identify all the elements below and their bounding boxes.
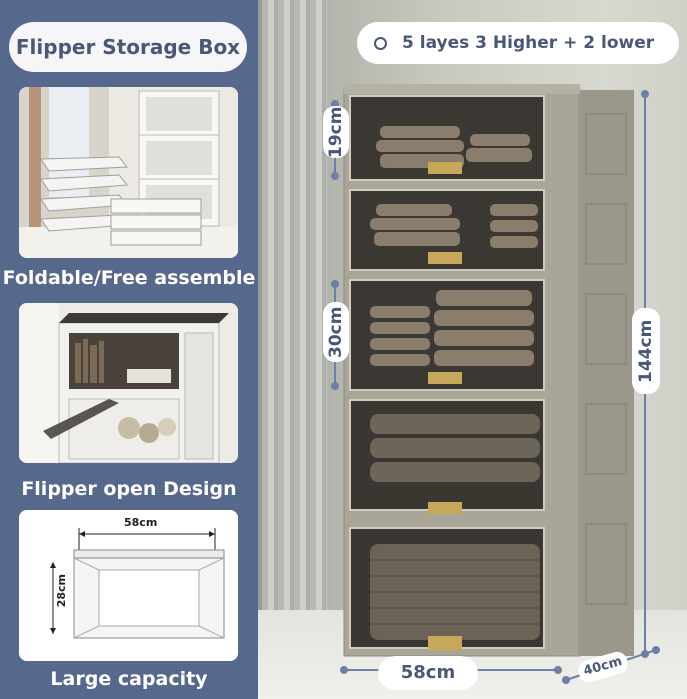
flipper-illustration [19, 303, 238, 463]
drawer-handles [428, 162, 462, 650]
caption-flipper: Flipper open Design [21, 478, 237, 500]
panel-title: Flipper Storage Box [15, 35, 241, 59]
caption-foldable: Foldable/Free assemble [2, 267, 256, 289]
foldable-illustration [19, 87, 238, 258]
capacity-diagram-card: 58cm 28cm [19, 510, 238, 661]
diagram-width-label: 58cm [124, 516, 158, 529]
layers-pill: 5 layes 3 Higher + 2 lower [357, 22, 679, 64]
storage-cabinet [343, 84, 634, 657]
dim-top-drawer-label: 19cm [323, 106, 349, 158]
dim-width-label: 58cm [378, 656, 478, 690]
dim-middle-drawer-label: 30cm [323, 302, 349, 362]
title-pill: Flipper Storage Box [9, 22, 247, 72]
foldable-photo [19, 87, 238, 258]
capacity-diagram [19, 510, 238, 661]
layers-text: 5 layes 3 Higher + 2 lower [402, 33, 655, 53]
dimension-lines [331, 90, 660, 684]
caption-capacity: Large capacity [50, 668, 208, 690]
bullet-icon [374, 37, 387, 50]
flipper-photo [19, 303, 238, 463]
dim-total-height-label: 144cm [632, 308, 660, 394]
curtain [262, 0, 328, 620]
diagram-height-label: 28cm [55, 574, 68, 608]
features-panel: Flipper Storage Box [0, 0, 258, 699]
